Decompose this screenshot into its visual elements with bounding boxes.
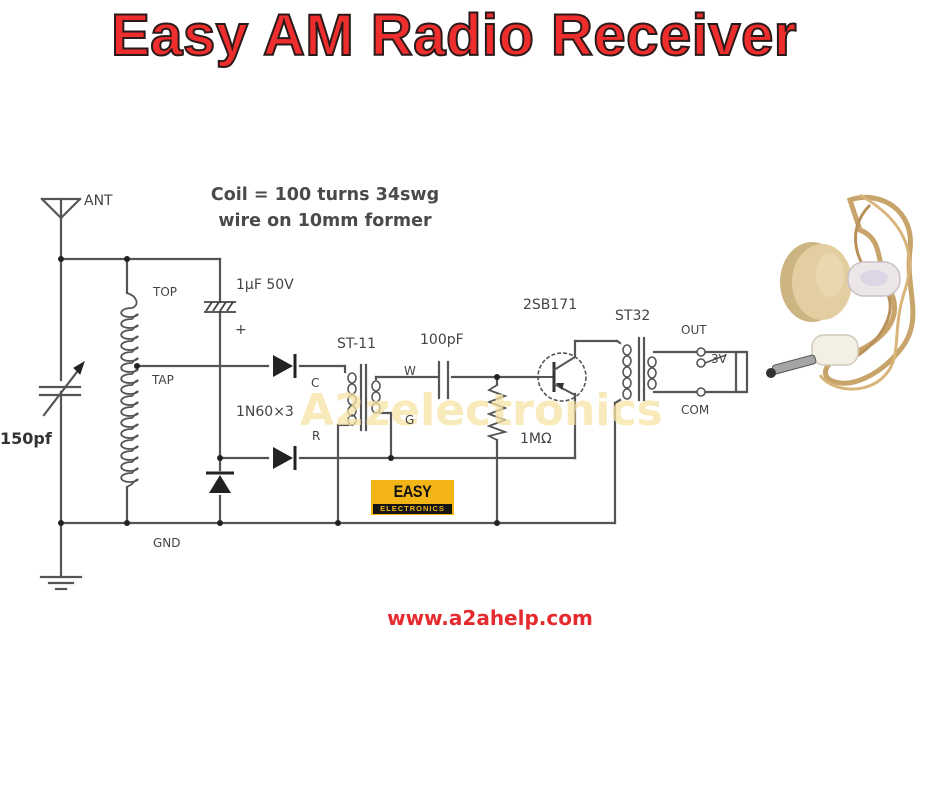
inductor-coil-icon <box>120 292 139 488</box>
logo-top-text: EASY <box>393 482 432 501</box>
variable-capacitor-icon <box>38 366 82 417</box>
label-diodes: 1N60×3 <box>236 404 294 420</box>
label-coil-top: TOP <box>152 285 177 299</box>
diode-upper-icon <box>273 354 297 378</box>
junction-dots <box>58 256 500 526</box>
antenna-icon <box>40 197 82 220</box>
electrolytic-capacitor-icon <box>204 301 236 313</box>
coil-note-line2: wire on 10mm former <box>218 211 432 231</box>
coil-note-line1: Coil = 100 turns 34swg <box>210 185 440 205</box>
easy-electronics-logo: EASY ELECTRONICS <box>371 480 454 515</box>
page-title: Easy AM Radio Receiver <box>110 2 797 69</box>
label-st32: ST32 <box>615 308 650 324</box>
st32-windings-icon <box>622 344 657 400</box>
label-jack-pin: 3V <box>711 352 728 366</box>
label-st11-r: R <box>312 429 320 443</box>
label-st11-g: G <box>405 413 414 427</box>
website-link[interactable]: www.a2ahelp.com <box>387 606 593 630</box>
label-ground: GND <box>153 536 181 550</box>
watermark-text: A2zelectronics <box>300 385 663 436</box>
label-electrolytic-capacitor: 1µF 50V <box>236 277 294 293</box>
label-coupling-capacitor: 100pF <box>420 332 464 348</box>
label-resistor: 1MΩ <box>520 431 552 447</box>
earphone-image <box>766 193 916 391</box>
resistor-icon <box>486 384 509 441</box>
logo-bottom-text: ELECTRONICS <box>373 504 452 514</box>
label-antenna: ANT <box>84 193 113 209</box>
st11-windings-icon <box>347 372 381 426</box>
diode-lower-icon <box>273 446 297 470</box>
jack-terminals-icon <box>696 347 706 397</box>
label-output: OUT <box>681 323 707 337</box>
label-st11: ST-11 <box>337 336 376 352</box>
label-common: COM <box>681 403 709 417</box>
label-plus: + <box>235 322 247 338</box>
label-variable-capacitor: 150pf <box>0 429 53 448</box>
diode-vertical-icon <box>206 471 234 493</box>
label-transistor: 2SB171 <box>523 297 577 313</box>
label-st11-c: C <box>311 376 319 390</box>
label-coil-tap: TAP <box>151 373 174 387</box>
label-st11-w: W <box>404 364 416 378</box>
ground-icon <box>39 575 83 591</box>
coil-note: Coil = 100 turns 34swg wire on 10mm form… <box>195 182 455 234</box>
transistor-icon <box>537 352 587 402</box>
